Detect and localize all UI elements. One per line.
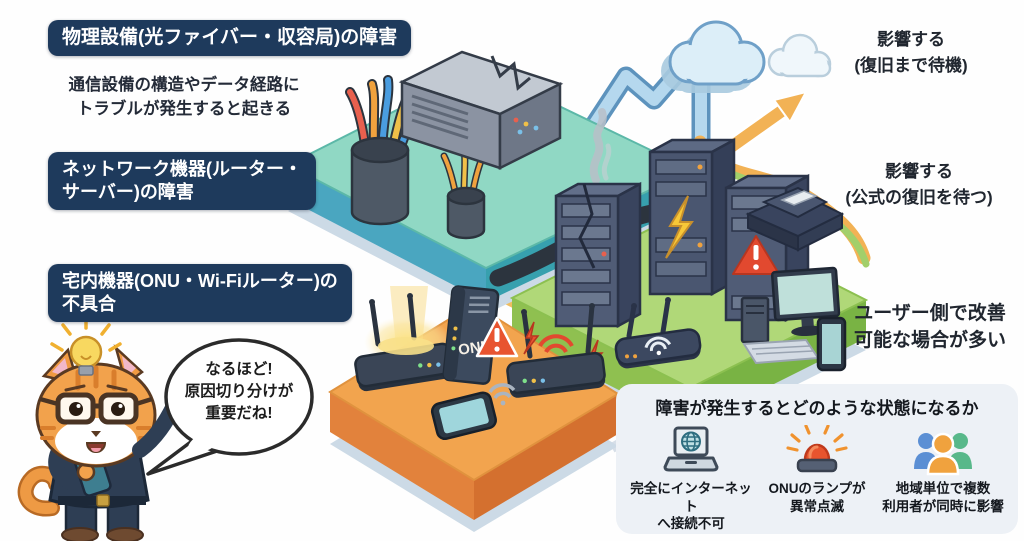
alarm-lamp-icon (786, 425, 848, 473)
onu-device-icon: ONU (442, 285, 519, 385)
status-item-onu-lamp: ONUのランプが 異常点滅 (754, 425, 880, 533)
status-item-region-impact: 地域単位で複数 利用者が同時に影響 (880, 425, 1006, 533)
lightbulb-icon (50, 315, 122, 376)
people-group-icon (914, 432, 972, 476)
server-cracked-icon (554, 108, 642, 329)
note-impact-user: ユーザー側で改善 可能な場合が多い (853, 303, 1006, 351)
home-router-glowing-icon (354, 286, 454, 392)
home-router-error-icon (506, 303, 606, 398)
note-physical-cause: 通信設備の構造やデータ経路に トラブルが発生すると起きる (68, 76, 300, 118)
cloud-small-icon (767, 33, 832, 78)
banner-network-failure: ネットワーク機器(ルーター・ サーバー)の障害 (48, 152, 316, 211)
central-office-box-icon (398, 50, 564, 171)
smartphone-icon (430, 383, 516, 441)
note-impact-official: 影響する (公式の復旧を待つ) (845, 162, 993, 207)
status-panel: 障害が発生するとどのような状態になるか 完全にインターネット へ接続不可 (616, 384, 1018, 534)
rack-router-icon (614, 297, 702, 369)
status-panel-items: 完全にインターネット へ接続不可 ONUのランプが 異常点滅 (624, 425, 1010, 533)
recovery-arrow (715, 90, 808, 161)
cloud-icon (661, 20, 766, 93)
note-impact-wait: 影響する (復旧まで待機) (854, 30, 968, 75)
status-panel-title: 障害が発生するとどのような状態になるか (655, 399, 979, 418)
speech-bubble (146, 338, 314, 476)
fiber-conduit-small (440, 146, 488, 240)
server-power-icon (648, 137, 736, 297)
banner-home-failure: 宅内機器(ONU・Wi-Fiルーター)の 不具合 (48, 264, 352, 323)
laptop-globe-icon (663, 426, 719, 472)
glasses-icon (39, 392, 153, 425)
status-item-label: 完全にインターネット へ接続不可 (630, 481, 752, 532)
mascot-cat (17, 344, 195, 541)
status-item-label: 地域単位で複数 利用者が同時に影響 (882, 481, 1004, 514)
banner-physical-failure: 物理設備(光ファイバー・収容局)の障害 (48, 20, 412, 57)
status-item-no-internet: 完全にインターネット へ接続不可 (628, 425, 754, 533)
desktop-computer-icon (740, 266, 847, 372)
printer-icon (745, 186, 845, 252)
status-item-label: ONUのランプが 異常点滅 (768, 481, 866, 514)
speech-bubble-text: なるほど! 原因切り分けが 重要だね! (184, 361, 294, 422)
